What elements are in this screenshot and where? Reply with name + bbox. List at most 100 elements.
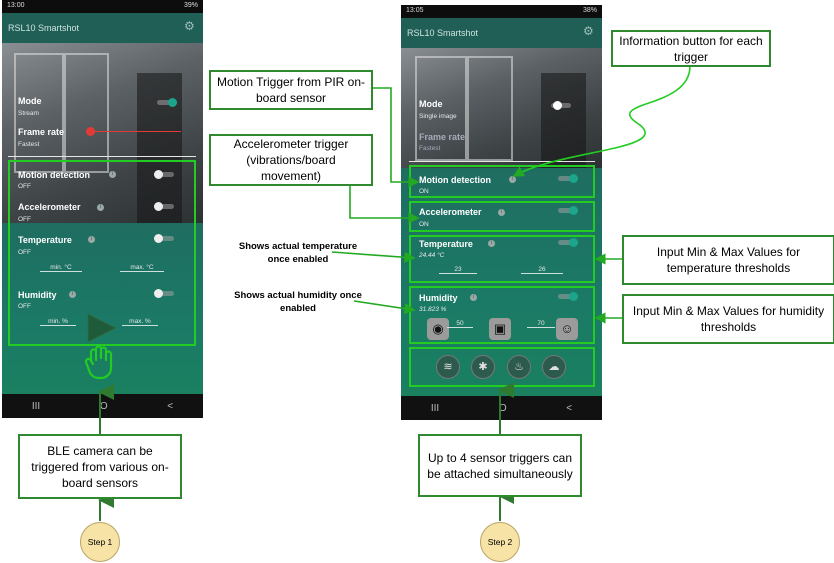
settings-background (2, 223, 203, 394)
motion-detection-value: OFF (18, 183, 31, 190)
accelerometer-toggle[interactable] (558, 206, 580, 215)
accelerometer-toggle[interactable] (154, 202, 176, 211)
home-button[interactable]: O (498, 402, 507, 414)
accelerometer-info-icon[interactable]: i (97, 204, 104, 211)
home-button[interactable]: O (99, 400, 108, 412)
mode-label: Mode (18, 96, 42, 106)
back-button[interactable]: < (167, 400, 174, 412)
callout-motion-trigger: Motion Trigger from PIR on-board sensor (209, 70, 373, 110)
humidity-info-icon[interactable]: i (69, 291, 76, 298)
app-title: RSL10 Smartshot (407, 28, 479, 38)
temperature-max-input[interactable]: max. °C (120, 264, 164, 272)
window-frame-left (14, 53, 64, 173)
camera-icon[interactable]: ◉ (427, 318, 449, 340)
frame-rate-label: Frame rate (18, 127, 65, 137)
humidity-toggle[interactable] (154, 289, 176, 298)
motion-detection-value: ON (419, 188, 429, 195)
recents-button[interactable]: III (31, 400, 41, 412)
recents-button[interactable]: III (430, 402, 440, 414)
step-2-badge: Step 2 (480, 522, 520, 562)
temperature-min-input[interactable]: min. °C (40, 264, 82, 272)
accelerometer-info-icon[interactable]: i (498, 209, 505, 216)
temperature-label: Temperature (18, 235, 72, 245)
gear-icon[interactable]: ⚙ (184, 19, 195, 33)
accelerometer-label: Accelerometer (419, 207, 482, 217)
window-frame-right (64, 53, 109, 173)
motion-detection-label: Motion detection (18, 170, 90, 180)
callout-ble-camera: BLE camera can be triggered from various… (18, 434, 182, 499)
mode-label: Mode (419, 99, 443, 109)
sensor-settings-highlight (8, 160, 196, 346)
temperature-max-input[interactable]: 26 (521, 266, 563, 274)
mode-toggle[interactable] (551, 101, 573, 110)
motion-info-icon[interactable]: i (109, 171, 116, 178)
temperature-label: Temperature (419, 239, 473, 249)
frame-rate-value: Fastest (18, 141, 40, 148)
section-divider (8, 156, 196, 157)
face-detect-icon[interactable]: ☺ (556, 318, 578, 340)
step-1-badge: Step 1 (80, 522, 120, 562)
humidity-min-input[interactable]: min. % (40, 318, 76, 326)
humidity-max-input[interactable]: 70 (527, 320, 555, 328)
gear-icon[interactable]: ⚙ (583, 24, 594, 38)
status-bar: 13:05 38% (401, 5, 602, 18)
temperature-info-icon[interactable]: i (88, 236, 95, 243)
humidity-highlight (409, 286, 595, 344)
thermometer-trigger-icon[interactable]: ♨ (507, 355, 531, 379)
humidity-max-input[interactable]: max. % (122, 318, 158, 326)
motion-detection-toggle[interactable] (558, 174, 580, 183)
callout-information-button: Information button for each trigger (611, 30, 771, 67)
callout-accelerometer-trigger: Accelerometer trigger (vibrations/board … (209, 134, 373, 186)
window-frame-right (467, 56, 513, 161)
humidity-min-input[interactable]: 50 (447, 320, 473, 328)
doorway (541, 73, 586, 168)
humidity-reading: 31.823 % (419, 306, 447, 313)
humidity-toggle[interactable] (558, 292, 580, 301)
status-battery: 39% (183, 2, 198, 9)
note-temperature: Shows actual temperature once enabled (238, 241, 358, 265)
callout-up-to-4-triggers: Up to 4 sensor triggers can be attached … (418, 434, 582, 497)
app-bar: RSL10 Smartshot ⚙ (2, 13, 203, 43)
motion-detection-toggle[interactable] (154, 170, 176, 179)
frame-rate-value: Fastest (419, 145, 441, 152)
section-divider (409, 161, 595, 162)
android-nav-bar: III O < (401, 396, 602, 420)
humidity-label: Humidity (419, 293, 458, 303)
status-time: 13:05 (406, 7, 424, 14)
temperature-toggle[interactable] (558, 238, 580, 247)
status-time: 13:00 (7, 2, 25, 9)
accelerometer-value: OFF (18, 216, 31, 223)
bluetooth-trigger-icon[interactable]: ✱ (471, 355, 495, 379)
motion-detection-label: Motion detection (419, 175, 491, 185)
play-icon[interactable] (86, 312, 118, 344)
temperature-reading: 24.44 °C (419, 252, 445, 259)
mode-value: Stream (18, 110, 39, 117)
frame-rate-slider-track[interactable] (86, 131, 181, 132)
mode-value: Single image (419, 113, 457, 120)
camera-preview (2, 43, 203, 223)
temperature-toggle[interactable] (154, 234, 176, 243)
save-icon[interactable]: ▣ (489, 318, 511, 340)
app-title: RSL10 Smartshot (8, 23, 80, 33)
mode-toggle[interactable] (157, 98, 179, 107)
frame-rate-label: Frame rate (419, 132, 466, 142)
frame-rate-slider[interactable] (86, 127, 96, 136)
app-bar: RSL10 Smartshot ⚙ (401, 18, 602, 48)
humidity-value: OFF (18, 303, 31, 310)
callout-humidity-thresholds: Input Min & Max Values for humidity thre… (622, 294, 834, 344)
back-button[interactable]: < (566, 402, 573, 414)
temperature-info-icon[interactable]: i (488, 240, 495, 247)
status-battery: 38% (582, 7, 597, 14)
humidity-trigger-icon[interactable]: ☁ (542, 355, 566, 379)
temperature-value: OFF (18, 249, 31, 256)
accelerometer-label: Accelerometer (18, 202, 81, 212)
accelerometer-value: ON (419, 221, 429, 228)
humidity-label: Humidity (18, 290, 57, 300)
motion-info-icon[interactable]: i (509, 176, 516, 183)
humidity-info-icon[interactable]: i (470, 294, 477, 301)
window-frame-left (415, 56, 467, 161)
vibration-trigger-icon[interactable]: ≋ (436, 355, 460, 379)
status-bar: 13:00 39% (2, 0, 203, 13)
temperature-min-input[interactable]: 23 (439, 266, 477, 274)
